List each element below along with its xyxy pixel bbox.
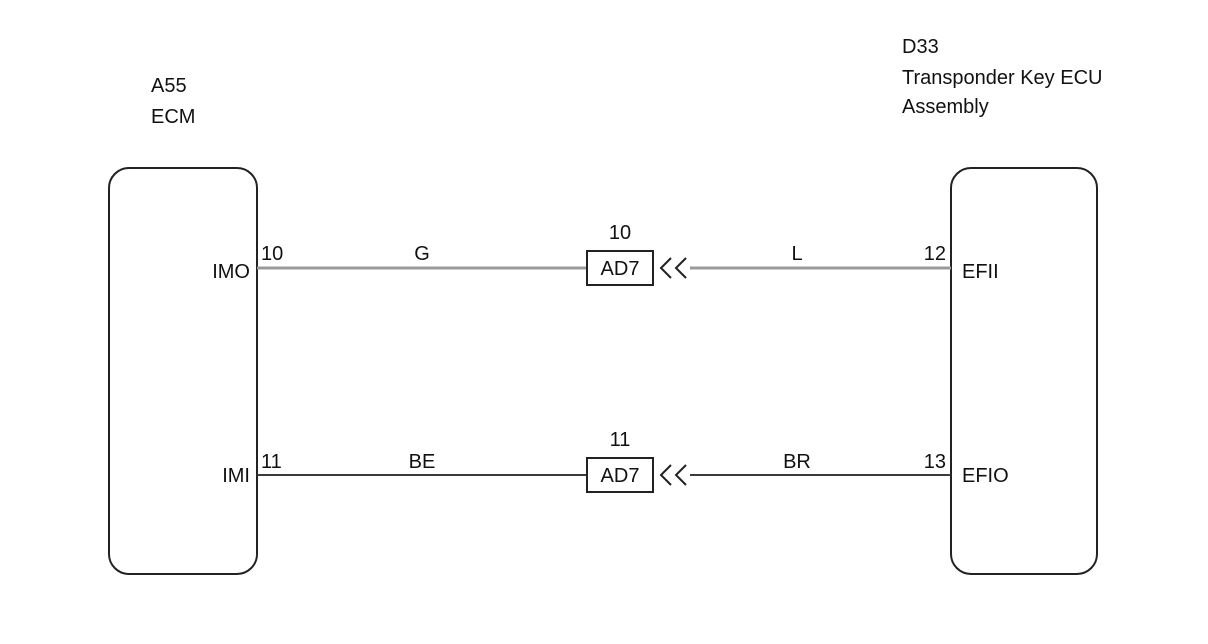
wire-imi-efio: AD7 11 BE BR 11 IMI 13 EFIO: [222, 429, 1009, 493]
ecm-pin-signal: IMI: [222, 465, 250, 487]
connector-pin-number: 10: [609, 222, 631, 244]
transponder-ecu-code: D33: [902, 36, 939, 58]
connector-label: AD7: [601, 258, 640, 280]
ecm-pin-number: 10: [261, 243, 283, 265]
ecm-pin-number: 11: [261, 451, 282, 473]
transponder-pin-signal: EFII: [962, 261, 999, 283]
ecm-pin-signal: IMO: [212, 261, 250, 283]
transponder-ecu-name-line1: Transponder Key ECU: [902, 67, 1102, 89]
transponder-pin-number: 12: [924, 243, 946, 265]
wire-imo-efii: AD7 10 G L 10 IMO 12 EFII: [212, 222, 999, 286]
connector-box: [586, 457, 654, 493]
wire-color-right: BR: [783, 451, 811, 473]
transponder-pin-signal: EFIO: [962, 465, 1009, 487]
ecm-box: [108, 167, 258, 575]
wire-color-left: G: [414, 243, 430, 265]
connector-chevron-icon: [659, 257, 672, 279]
transponder-pin-number: 13: [924, 451, 946, 473]
connector-box: [586, 250, 654, 286]
connector-chevron-icon: [674, 257, 687, 279]
connector-label: AD7: [601, 465, 640, 487]
ecm-name: ECM: [151, 106, 195, 128]
wire-color-left: BE: [409, 451, 436, 473]
connector-chevron-icon: [674, 464, 687, 486]
transponder-ecu-box: [950, 167, 1098, 575]
wire-color-right: L: [791, 243, 802, 265]
ecm-code: A55: [151, 75, 187, 97]
connector-chevron-icon: [659, 464, 672, 486]
connector-pin-number: 11: [610, 429, 631, 451]
transponder-ecu-name-line2: Assembly: [902, 96, 989, 118]
